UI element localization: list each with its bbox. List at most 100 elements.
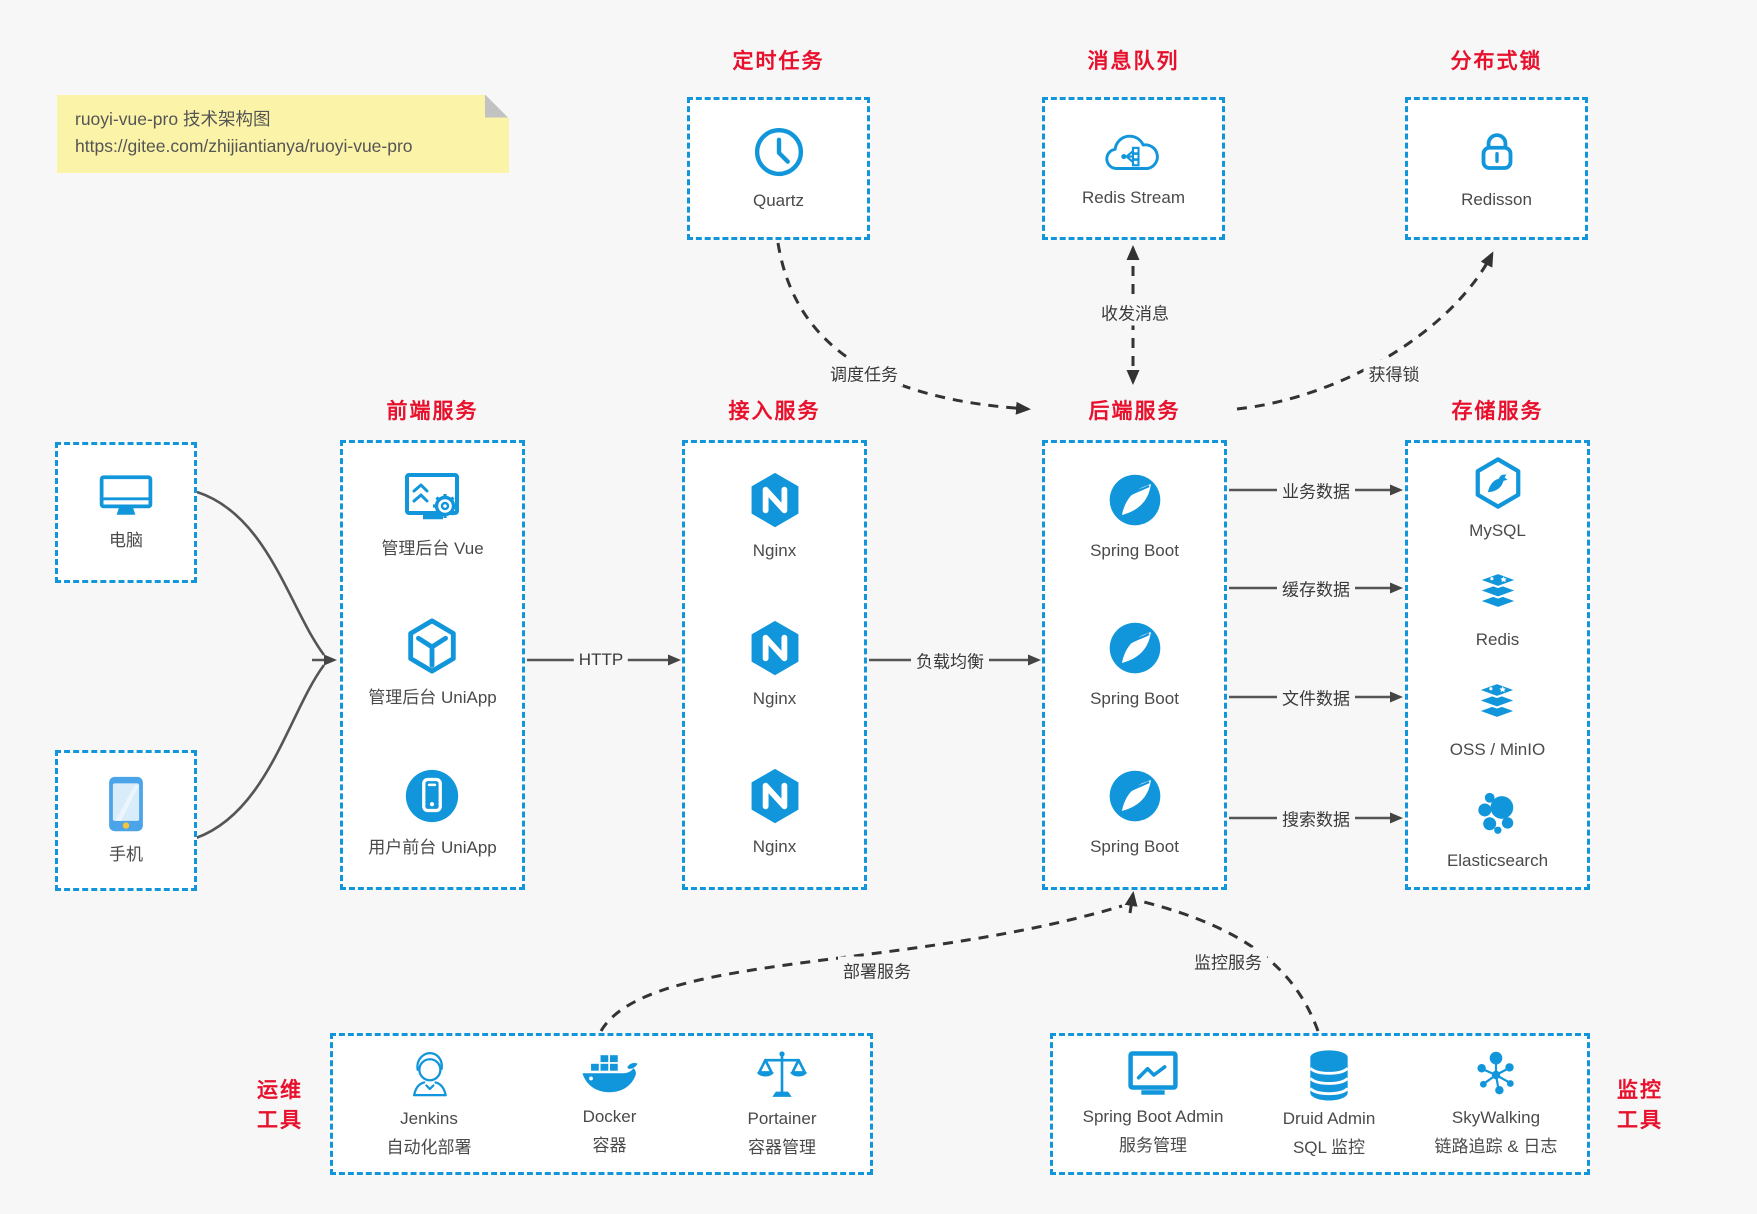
column-title-gateway: 接入服务 (728, 400, 821, 423)
edge-label-monitor: 监控服务 (1189, 947, 1267, 975)
backend-item-springboot-2: Spring Boot (1090, 618, 1179, 712)
skywalking-name: SkyWalking (1451, 1108, 1541, 1128)
redisson-label: Redisson (1461, 189, 1532, 209)
monitor-tools-box: Spring Boot Admin 服务管理 Druid Admin SQL 监… (1050, 1033, 1590, 1175)
docker-icon (579, 1049, 641, 1101)
edge-phone-to-frontend (195, 664, 326, 840)
frontend-item-admin-vue: 管理后台 Vue (381, 470, 484, 562)
gateway-item-nginx-2: Nginx (745, 618, 805, 712)
admin-vue-label: 管理后台 Vue (381, 538, 484, 558)
desktop-icon (96, 472, 156, 520)
nginx-icon (745, 618, 805, 678)
storage-item-oss-minio: OSS / MinIO (1450, 679, 1545, 763)
uniapp-cube-icon (401, 615, 463, 677)
backend-services-box: Spring Boot Spring Boot Spring Boot (1042, 440, 1227, 890)
jenkins-sub: 自动化部署 (386, 1138, 472, 1157)
edge-label-lock: 获得锁 (1363, 359, 1425, 387)
frontend-item-admin-uniapp: 管理后台 UniApp (368, 615, 497, 711)
edge-label-deploy: 部署服务 (838, 956, 916, 984)
storage-stack-icon (1470, 569, 1526, 619)
edge-label-search-data: 搜索数据 (1277, 804, 1355, 832)
mysql-label: MySQL (1469, 520, 1526, 540)
springboot-label: Spring Boot (1090, 689, 1179, 709)
ops-item-portainer: Portainer 容器管理 (747, 1047, 817, 1160)
edge-label-load-balance: 负载均衡 (911, 646, 989, 674)
redis-label: Redis (1475, 630, 1520, 650)
column-title-storage: 存储服务 (1451, 400, 1544, 423)
edge-label-file-data: 文件数据 (1277, 683, 1355, 711)
ops-tools-box: Jenkins 自动化部署 Docker 容器 (330, 1033, 873, 1175)
cloud-network-icon (1100, 127, 1166, 177)
storage-item-redis: Redis (1470, 569, 1526, 653)
mysql-icon (1471, 456, 1525, 510)
nginx-label: Nginx (752, 541, 797, 561)
sticky-note: ruoyi-vue-pro 技术架构图 https://gitee.com/zh… (57, 95, 509, 173)
note-fold-corner (485, 95, 509, 119)
storage-stack-icon (1469, 679, 1525, 729)
sba-monitor-icon (1124, 1049, 1182, 1101)
column-title-frontend: 前端服务 (386, 400, 479, 423)
jenkins-icon (401, 1047, 457, 1103)
storage-item-elasticsearch: Elasticsearch (1447, 788, 1548, 874)
oss-minio-label: OSS / MinIO (1449, 739, 1546, 759)
clock-icon (751, 124, 807, 180)
spring-icon (1105, 618, 1165, 678)
spring-icon (1105, 470, 1165, 530)
desktop-label: 电脑 (109, 530, 143, 550)
monitor-item-skywalking: SkyWalking 链路追踪 & 日志 (1434, 1048, 1558, 1159)
edge-desktop-to-frontend (196, 490, 326, 656)
sba-name: Spring Boot Admin (1082, 1107, 1224, 1127)
spring-icon (1105, 766, 1165, 826)
quartz-label: Quartz (752, 190, 805, 210)
phone-client-box: 手机 (55, 750, 197, 891)
jenkins-name: Jenkins (400, 1109, 458, 1129)
elasticsearch-icon (1471, 788, 1523, 840)
skywalking-sub: 链路追踪 & 日志 (1434, 1137, 1558, 1156)
quartz-box: Quartz (687, 97, 870, 240)
edge-label-cache-data: 缓存数据 (1277, 574, 1355, 602)
druid-name: Druid Admin (1282, 1109, 1376, 1129)
edge-label-message: 收发消息 (1096, 298, 1174, 326)
docker-name: Docker (582, 1107, 637, 1127)
portainer-sub: 容器管理 (747, 1138, 816, 1157)
redis-stream-box: Redis Stream (1042, 97, 1225, 240)
desktop-client-box: 电脑 (55, 442, 197, 583)
edge-schedule-task (776, 242, 1031, 415)
note-title: ruoyi-vue-pro 技术架构图 (75, 109, 271, 129)
gateway-item-nginx-3: Nginx (745, 766, 805, 860)
skywalking-icon (1469, 1048, 1523, 1102)
ops-item-docker: Docker 容器 (579, 1049, 641, 1158)
portainer-icon (754, 1047, 810, 1103)
user-app-icon (401, 765, 463, 827)
phone-icon (105, 774, 147, 834)
admin-uniapp-label: 管理后台 UniApp (368, 688, 497, 708)
sba-sub: 服务管理 (1119, 1136, 1188, 1155)
storage-item-mysql: MySQL (1469, 456, 1526, 544)
ops-tools-side-label: 运维 工具 (257, 1079, 303, 1132)
backend-item-springboot-3: Spring Boot (1090, 766, 1179, 860)
nginx-label: Nginx (752, 837, 797, 857)
phone-label: 手机 (109, 844, 143, 864)
frontend-item-user-uniapp: 用户前台 UniApp (368, 765, 497, 861)
monitor-item-sba: Spring Boot Admin 服务管理 (1082, 1049, 1224, 1158)
nginx-icon (745, 766, 805, 826)
monitor-item-druid: Druid Admin SQL 监控 (1282, 1047, 1376, 1160)
note-url: https://gitee.com/zhijiantianya/ruoyi-vu… (75, 136, 413, 156)
druid-sub: SQL 监控 (1292, 1138, 1366, 1157)
elasticsearch-label: Elasticsearch (1446, 851, 1549, 871)
springboot-label: Spring Boot (1090, 541, 1179, 561)
user-uniapp-label: 用户前台 UniApp (368, 837, 497, 857)
backend-item-springboot-1: Spring Boot (1090, 470, 1179, 564)
monitor-tools-side-label: 监控 工具 (1617, 1079, 1663, 1132)
ops-item-jenkins: Jenkins 自动化部署 (387, 1047, 472, 1160)
column-title-backend: 后端服务 (1088, 400, 1181, 423)
redis-stream-label: Redis Stream (1082, 187, 1185, 207)
gateway-item-nginx-1: Nginx (745, 470, 805, 564)
group-title-scheduled-tasks: 定时任务 (732, 50, 825, 73)
gateway-services-box: Nginx Nginx Nginx (682, 440, 867, 890)
edge-label-business-data: 业务数据 (1277, 476, 1355, 504)
portainer-name: Portainer (747, 1109, 817, 1129)
storage-services-box: MySQL Redis (1405, 440, 1590, 890)
nginx-icon (745, 470, 805, 530)
